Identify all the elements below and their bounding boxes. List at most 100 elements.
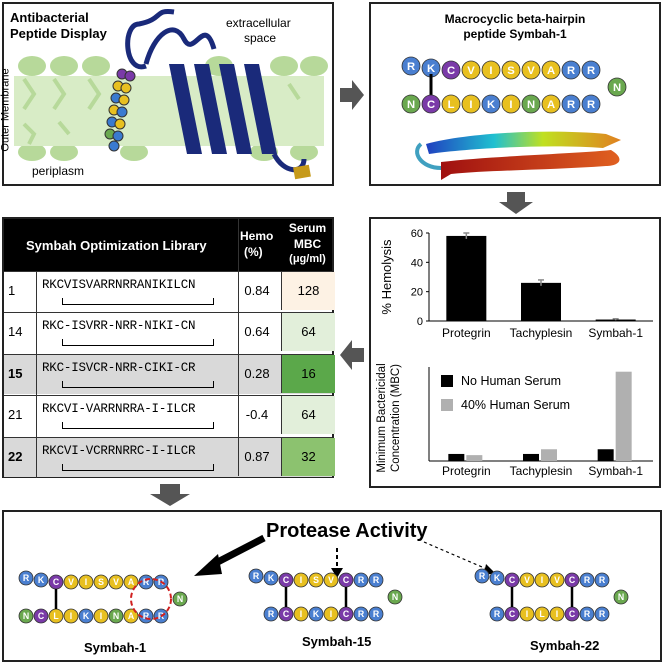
svg-text:S: S (313, 575, 319, 585)
residue-bead: I (534, 572, 550, 588)
residue-bead: R (263, 606, 279, 622)
svg-text:I: I (300, 575, 302, 585)
svg-text:L: L (53, 611, 59, 621)
svg-text:V: V (527, 65, 535, 77)
x-tick-label: Protegrin (442, 326, 491, 340)
residue-bead: K (481, 94, 501, 114)
bar (615, 371, 632, 461)
row-sequence: RKC-ISVRR-NRR-NIKI-CN (42, 319, 196, 334)
residue-bead: A (123, 608, 139, 624)
svg-text:A: A (547, 65, 555, 77)
bar (523, 453, 539, 461)
bar (446, 235, 487, 321)
legend-label: 40% Human Serum (461, 398, 570, 412)
svg-text:R: R (587, 65, 595, 77)
mbc-header-3: (μg/ml) (289, 253, 326, 265)
residue-bead: C (48, 574, 64, 590)
residue-bead: I (293, 606, 309, 622)
residue-bead: R (474, 568, 490, 584)
residue-bead: I (93, 608, 109, 624)
residue-bead: S (308, 572, 324, 588)
mbc-header-1: Serum (288, 221, 327, 235)
svg-text:A: A (128, 611, 135, 621)
svg-text:R: R (358, 575, 365, 585)
residue-bead: R (579, 606, 595, 622)
residue-bead: R (581, 60, 601, 80)
residue-bead: N (18, 608, 34, 624)
residue-bead: I (323, 606, 339, 622)
y-tick-label: 40 (411, 257, 423, 269)
row-number: 1 (8, 283, 16, 298)
residue-bead: R (594, 606, 610, 622)
svg-text:N: N (527, 99, 535, 111)
svg-text:K: K (427, 63, 436, 75)
svg-text:R: R (143, 611, 150, 621)
y-tick-label: 20 (411, 287, 423, 299)
svg-text:N: N (618, 592, 624, 602)
x-tick-label: Symbah-1 (588, 326, 643, 340)
svg-text:I: I (330, 609, 332, 619)
row-sequence: RKCVI-VCRRNRRC-I-ILCR (42, 443, 196, 458)
residue-bead: L (441, 94, 461, 114)
disulfide-bracket (62, 422, 214, 430)
svg-text:I: I (526, 609, 528, 619)
svg-text:I: I (509, 99, 512, 111)
svg-text:L: L (539, 609, 545, 619)
residue-bead: K (78, 608, 94, 624)
residue-bead: N (401, 94, 421, 114)
row-mbc: 64 (281, 396, 335, 435)
svg-text:I: I (469, 99, 472, 111)
svg-text:C: C (53, 577, 60, 587)
residue-bead: S (501, 60, 521, 80)
row-number: 21 (8, 407, 23, 423)
hemo-header-1: Hemo (240, 229, 274, 243)
svg-text:I: I (85, 577, 87, 587)
residue-bead: I (78, 574, 94, 590)
residue-bead: R (489, 606, 505, 622)
row-sequence: RKCVISVARRNRRANIKILCN (42, 278, 196, 292)
svg-text:R: R (567, 99, 575, 111)
protease-title: Protease Activity (266, 520, 428, 542)
x-tick-label: Symbah-1 (588, 464, 643, 478)
svg-text:K: K (83, 611, 90, 621)
svg-text:R: R (358, 609, 365, 619)
y-tick-label: 0 (417, 316, 423, 328)
svg-text:N: N (113, 611, 119, 621)
row-hemo: 0.84 (244, 283, 270, 298)
residue-bead: R (353, 572, 369, 588)
svg-text:I: I (541, 575, 543, 585)
svg-text:I: I (300, 609, 302, 619)
residue-bead: C (278, 606, 294, 622)
table-row: 15 RKC-ISVCR-NRR-CIKI-CR 0.28 16 (4, 353, 335, 394)
svg-text:N: N (613, 82, 621, 94)
outer-membrane-label: Outer Membrane (0, 68, 12, 152)
protease-label-3: Symbah-22 (530, 638, 600, 653)
residue-bead: N (613, 589, 629, 605)
residue-bead: C (504, 572, 520, 588)
svg-text:R: R (494, 609, 501, 619)
residue-bead: I (293, 572, 309, 588)
residue-bead: C (441, 60, 461, 80)
svg-text:S: S (98, 577, 104, 587)
y-axis-label-2: Concentration (MBC) (390, 364, 402, 472)
macrocycle-panel: Macrocyclic beta-hairpin peptide Symbah-… (369, 2, 661, 186)
bar (521, 282, 561, 321)
residue-bead: V (108, 574, 124, 590)
bar (541, 449, 557, 461)
svg-text:C: C (343, 575, 350, 585)
svg-text:A: A (547, 99, 555, 111)
svg-text:K: K (487, 99, 496, 111)
table-row: 21 RKCVI-VARRNRRA-I-ILCR -0.4 64 (4, 395, 335, 435)
svg-text:N: N (407, 99, 415, 111)
row-hemo: 0.87 (244, 448, 270, 464)
residue-bead: C (564, 572, 580, 588)
svg-text:R: R (479, 571, 486, 581)
optimization-library-table: Symbah Optimization Library Hemo (%) Ser… (2, 217, 335, 478)
row-sequence: RKC-ISVCR-NRR-CIKI-CR (42, 360, 196, 375)
svg-text:C: C (343, 609, 350, 619)
residue-bead: N (607, 77, 627, 97)
residue-bead: N (387, 589, 403, 605)
extracellular-label: extracellular (226, 16, 291, 30)
svg-text:I: I (489, 65, 492, 77)
